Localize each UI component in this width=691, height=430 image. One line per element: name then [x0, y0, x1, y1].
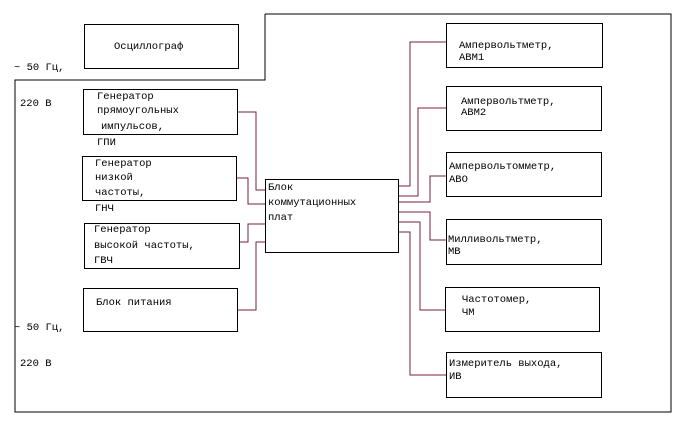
gvch-label-3: ГВЧ [94, 255, 113, 267]
gnch-label-2: низкой [95, 172, 133, 184]
oscillograph-label: Осциллограф [114, 41, 184, 53]
wire-gnch [237, 177, 266, 205]
switch-block-box: Блок коммутационных плат [265, 179, 399, 253]
switch-block-label-1: Блок [268, 182, 294, 194]
gpi-box: Генератор прямоугольных импульсов, [83, 89, 238, 135]
avm1-label-1: Ампервольтметр, [459, 40, 554, 52]
gvch-box: Генератор высокой частоты, ГВЧ [84, 223, 240, 269]
power-unit-box: Блок питания [83, 288, 238, 332]
avm2-label-1: Ампервольтметр, [461, 96, 556, 108]
avm1-box: Ампервольтметр, АВМ1 [446, 23, 603, 68]
avo-label-2: АВО [449, 174, 468, 186]
avm2-label-2: АВМ2 [461, 107, 487, 119]
gpi-label-3: импульсов, [101, 121, 165, 133]
chm-label-1: Частотомер, [462, 294, 532, 306]
iv-label-2: ИВ [449, 371, 462, 383]
oscillograph-box: Осциллограф [84, 24, 239, 69]
power-input-top-freq: ~ 50 Гц, [14, 62, 65, 74]
wire-iv [398, 231, 446, 376]
gpi-label-4: ГПИ [97, 137, 116, 149]
wire-avo [398, 175, 446, 203]
gnch-label-3: частоты, [95, 187, 146, 199]
gnch-box: Генератор низкой частоты, [82, 156, 237, 201]
gnch-label-1: Генератор [95, 158, 152, 170]
switch-block-label-3: плат [268, 212, 294, 224]
chm-label-2: ЧМ [462, 307, 475, 319]
wire-gpi [237, 111, 266, 191]
gvch-label-1: Генератор [94, 224, 151, 236]
wire-chm [398, 221, 446, 311]
iv-box: Измеритель выхода, ИВ [446, 352, 602, 398]
avm1-label-2: АВМ1 [459, 52, 485, 64]
gpi-label-2: прямоугольных [97, 105, 179, 117]
avo-box: Ампервольтомметр, АВО [446, 152, 602, 197]
enclosure-outline [14, 13, 672, 413]
gnch-label-4: ГНЧ [95, 203, 114, 215]
power-input-top: ~ 50 Гц, 220 В [14, 38, 64, 122]
power-unit-label: Блок питания [96, 297, 172, 309]
wire-mv [398, 211, 446, 241]
power-input-bottom-freq: ~ 50 Гц, [14, 322, 65, 334]
wire-gvch [240, 223, 266, 243]
avo-label-1: Ампервольтомметр, [449, 161, 557, 173]
wire-power [237, 241, 266, 311]
power-input-bottom-voltage: 220 В [20, 358, 52, 370]
switch-block-label-2: коммутационных [268, 197, 357, 209]
gvch-label-2: высокой частоты, [94, 240, 195, 252]
wire-avm2 [398, 107, 446, 197]
gpi-label-1: Генератор [97, 91, 154, 103]
mv-label-1: Милливольтметр, [448, 234, 543, 246]
mv-label-2: МВ [448, 246, 461, 258]
power-input-bottom: ~ 50 Гц, 220 В [14, 298, 64, 382]
chm-box: Частотомер, ЧМ [445, 287, 600, 332]
wire-avm1 [398, 41, 446, 187]
mv-box: Милливольтметр, МВ [446, 219, 602, 265]
power-input-top-voltage: 220 В [20, 98, 52, 110]
iv-label-1: Измеритель выхода, [449, 358, 563, 370]
avm2-box: Ампервольтметр, АВМ2 [446, 86, 602, 131]
